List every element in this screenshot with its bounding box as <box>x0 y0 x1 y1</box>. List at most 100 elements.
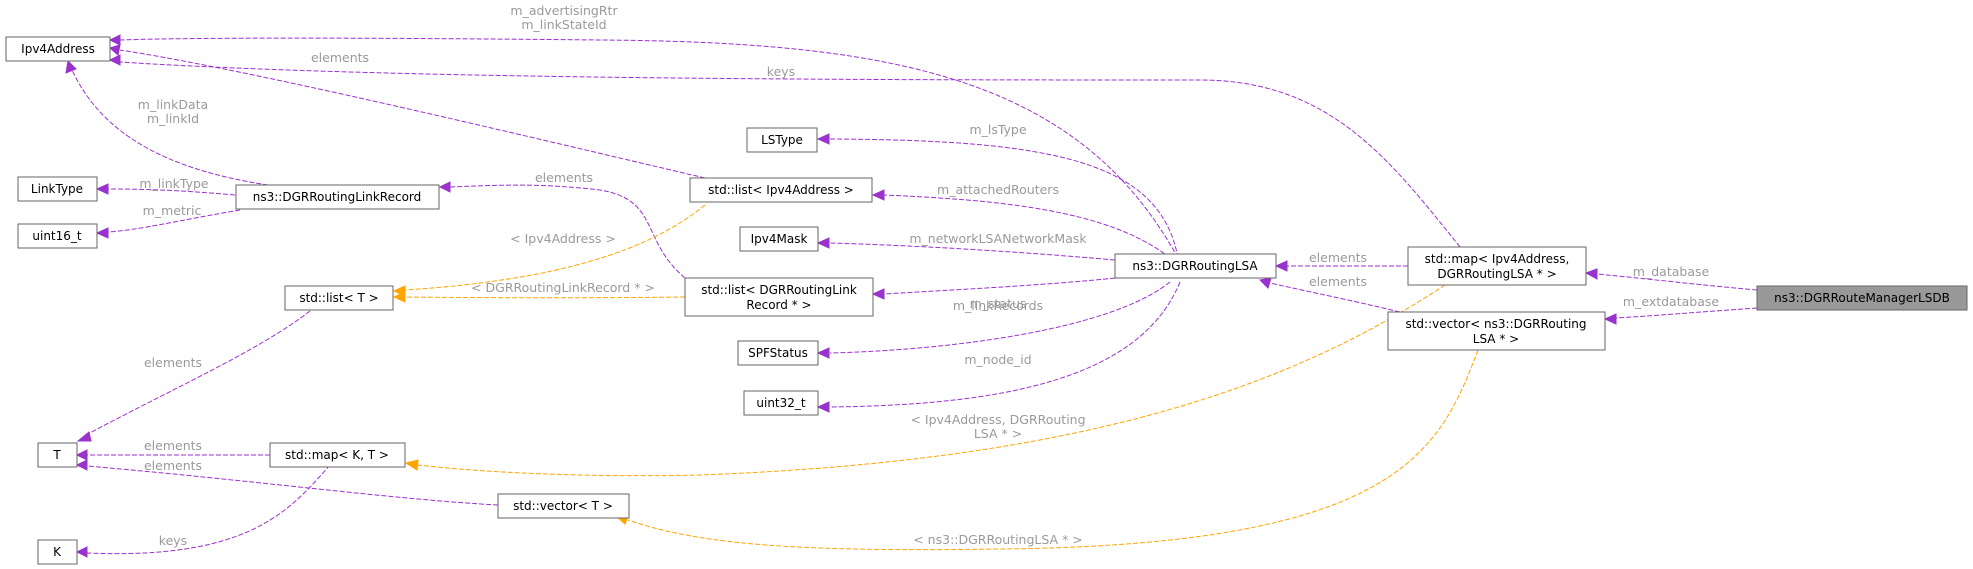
label-tmpl-ipv4: < Ipv4Address > <box>510 231 616 246</box>
label-m-extdatabase: m_extdatabase <box>1623 294 1719 309</box>
node-std-map-k-t[interactable]: std::map< K, T > <box>269 442 406 468</box>
node-label-1: std::list< DGRRoutingLink <box>701 283 857 297</box>
label-m-attachedrouters: m_attachedRouters <box>937 182 1059 197</box>
label-m-networkmask: m_networkLSANetworkMask <box>909 231 1087 246</box>
edge-m-metric <box>107 209 241 233</box>
edge-elements-ipv4list <box>119 49 706 179</box>
node-label: uint16_t <box>32 229 82 243</box>
arrowhead <box>816 237 830 249</box>
node-linktype[interactable]: LinkType <box>17 176 98 202</box>
edge-keys-k <box>86 464 331 555</box>
arrowhead <box>75 459 88 471</box>
node-label: uint32_t <box>756 396 806 410</box>
node-label: LinkType <box>31 182 83 196</box>
edge-m-extdatabase <box>1615 307 1758 319</box>
label-elements-ipv4list: elements <box>311 50 369 65</box>
arrowhead <box>75 449 88 461</box>
label-keys-top: keys <box>767 64 795 79</box>
label-elements-vec-t: elements <box>144 458 202 473</box>
node-label-1: std::vector< ns3::DGRRouting <box>1405 317 1586 331</box>
edge-elements-reclist <box>449 184 686 279</box>
node-std-vector-t[interactable]: std::vector< T > <box>497 493 630 519</box>
label-m-metric: m_metric <box>143 203 202 218</box>
node-std-list-ipv4address[interactable]: std::list< Ipv4Address > <box>689 177 873 203</box>
node-label: K <box>53 545 62 559</box>
node-std-list-dgrroutinglinkrecord[interactable]: std::list< DGRRoutingLink Record * > <box>684 277 874 317</box>
node-ipv4address[interactable]: Ipv4Address <box>5 36 111 62</box>
edge-m-linkdata <box>71 69 276 187</box>
label-m-lstype: m_lsType <box>969 122 1026 137</box>
label-tmpl-vec: < ns3::DGRRoutingLSA * > <box>913 532 1083 547</box>
node-std-list-t[interactable]: std::list< T > <box>284 285 394 311</box>
node-label: ns3::DGRRoutingLinkRecord <box>253 190 422 204</box>
node-label: Ipv4Address <box>21 42 95 56</box>
node-label: std::map< K, T > <box>285 448 389 462</box>
node-std-vector-lsa[interactable]: std::vector< ns3::DGRRouting LSA * > <box>1387 311 1606 351</box>
label-m-advertisingrtr: m_advertisingRtr <box>510 3 618 18</box>
node-uint32-t[interactable]: uint32_t <box>743 390 819 416</box>
arrowhead <box>871 189 885 201</box>
node-label-2: Record * > <box>746 298 811 312</box>
edge-m-status <box>829 281 1171 354</box>
node-spfstatus[interactable]: SPFStatus <box>737 340 819 366</box>
arrowhead <box>108 54 121 66</box>
edge-tmpl-rec <box>404 296 686 299</box>
node-uint16-t[interactable]: uint16_t <box>17 223 98 249</box>
edge-elements-vec-t <box>86 465 499 506</box>
arrowhead <box>75 546 88 558</box>
edge-elements-list-t <box>85 310 311 436</box>
edge-m-linkrecords <box>883 277 1116 295</box>
label-m-linkdata: m_linkData <box>138 97 208 112</box>
label-elements-map-lsa: elements <box>1309 250 1367 265</box>
arrowhead <box>871 288 885 300</box>
arrowhead <box>1584 268 1598 280</box>
node-label-2: LSA * > <box>1473 332 1519 346</box>
edge-m-node-id <box>829 281 1181 408</box>
arrowhead <box>404 459 419 471</box>
label-m-linkrecords: m_linkRecords <box>953 298 1043 313</box>
node-lstype[interactable]: LSType <box>746 127 818 153</box>
edge-m-advertisingrtr <box>119 37 1179 259</box>
edge-tmpl-ipv4 <box>404 204 706 291</box>
node-label: T <box>52 448 61 462</box>
arrowhead <box>1258 277 1272 289</box>
label-elements-reclist: elements <box>535 170 593 185</box>
node-label: std::list< Ipv4Address > <box>708 183 854 197</box>
node-dgrroutemanagerlsdb[interactable]: ns3::DGRRouteManagerLSDB <box>1756 285 1968 311</box>
arrowhead <box>816 401 830 413</box>
label-tmpl-rec: < DGRRoutingLinkRecord * > <box>471 280 655 295</box>
label-m-linktype: m_linkType <box>139 176 209 191</box>
node-dgrroutinglinkrecord[interactable]: ns3::DGRRoutingLinkRecord <box>235 184 440 210</box>
node-label-1: std::map< Ipv4Address, <box>1425 252 1570 266</box>
arrowhead <box>108 34 121 46</box>
label-tmpl-map-1: < Ipv4Address, DGRRouting <box>910 412 1085 427</box>
edge-m-linktype <box>107 188 236 196</box>
edge-m-lstype <box>829 138 1179 259</box>
arrowhead <box>108 44 121 56</box>
arrowhead <box>816 133 830 145</box>
label-elements-map-t: elements <box>144 438 202 453</box>
node-k[interactable]: K <box>37 539 78 565</box>
label-m-linkstateid: m_linkStateId <box>521 17 606 32</box>
arrowhead <box>95 227 109 239</box>
arrowhead <box>438 181 451 193</box>
node-label: ns3::DGRRouteManagerLSDB <box>1774 291 1950 305</box>
node-t[interactable]: T <box>37 442 78 468</box>
label-elements-list-t: elements <box>144 355 202 370</box>
arrowhead <box>392 291 406 303</box>
label-m-linkid: m_linkId <box>147 111 199 126</box>
node-label-2: DGRRoutingLSA * > <box>1437 267 1556 281</box>
node-label: SPFStatus <box>748 346 808 360</box>
label-m-status: m_status <box>970 296 1027 311</box>
node-label: LSType <box>761 133 803 147</box>
node-ipv4mask[interactable]: Ipv4Mask <box>739 226 819 252</box>
edge-m-database <box>1596 273 1758 291</box>
node-std-map-ipv4address-lsa[interactable]: std::map< Ipv4Address, DGRRoutingLSA * > <box>1407 246 1587 286</box>
node-dgrroutinglsa[interactable]: ns3::DGRRoutingLSA <box>1114 253 1277 279</box>
arrowhead <box>65 59 77 74</box>
node-label: std::vector< T > <box>513 499 613 513</box>
arrowhead <box>76 431 92 442</box>
label-elements-vec-lsa: elements <box>1309 274 1367 289</box>
label-keys-k: keys <box>159 533 187 548</box>
edge-m-attachedrouters <box>883 194 1171 259</box>
